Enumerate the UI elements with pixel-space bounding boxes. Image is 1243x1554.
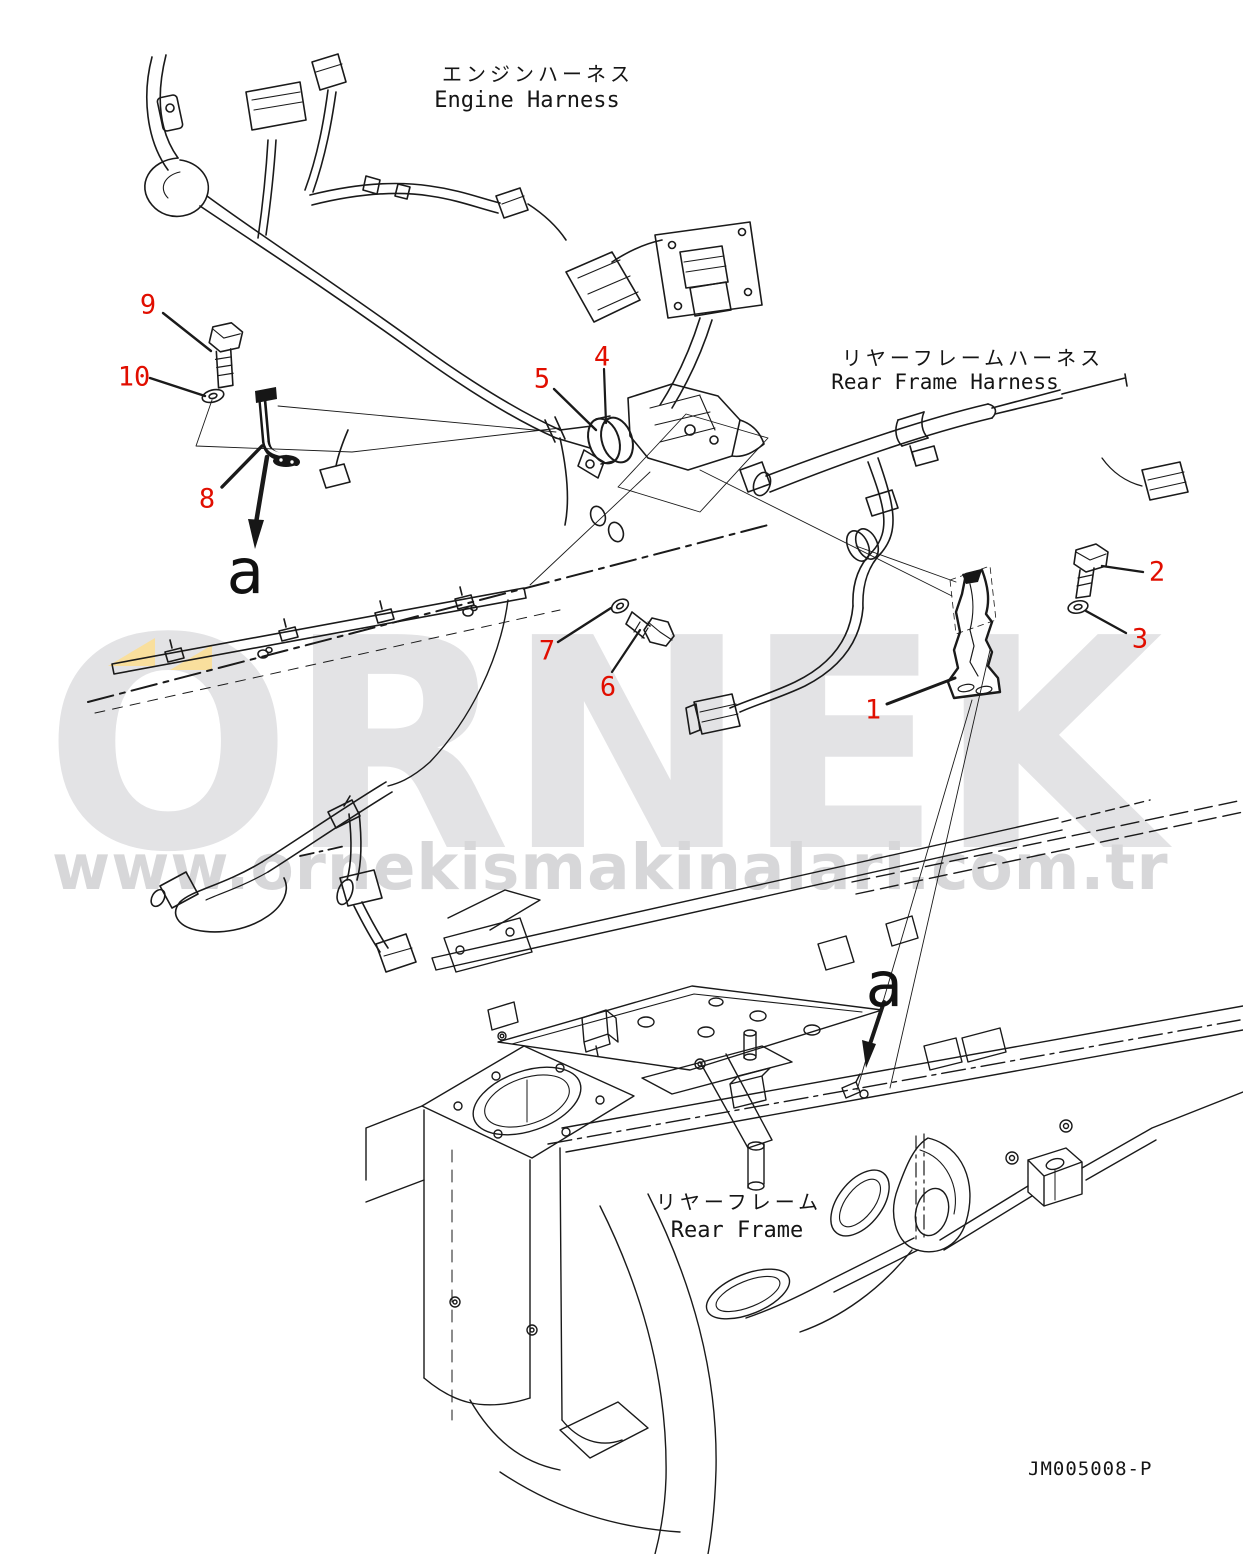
connector-block [689, 281, 732, 317]
callout-4: 4 [593, 341, 611, 373]
callout-5: 5 [533, 363, 551, 395]
rear-frame-harness-drawing [685, 373, 1189, 735]
engine-harness-label-en: Engine Harness [434, 88, 620, 113]
rear-frame-harness-label-jp: リヤーフレームハーネス [841, 346, 1105, 370]
washer-part-7 [610, 598, 630, 614]
bracket-part-8 [255, 387, 300, 467]
connector-block [495, 187, 529, 219]
callout-1: 1 [864, 694, 882, 726]
callout-10: 10 [117, 361, 151, 393]
drawing-code: JM005008-P [1028, 1458, 1153, 1480]
view-letter-a-right: a [865, 948, 903, 1021]
connector-block [1141, 461, 1189, 501]
mounting-rail-drawing [87, 523, 773, 787]
rear-frame-drawing [365, 799, 1243, 1554]
clamp-parts-4-5 [555, 383, 769, 513]
connector-block [245, 81, 307, 131]
bracket-plate [654, 221, 763, 319]
view-arrow-a-right [862, 1000, 886, 1068]
connector-block [159, 871, 199, 909]
lower-harness-drawing [150, 781, 417, 973]
bolt-part-9 [208, 322, 244, 389]
harness-clip [362, 175, 381, 195]
callout-2: 2 [1148, 556, 1166, 588]
callout-9: 9 [139, 289, 157, 321]
rear-frame-harness-label-en: Rear Frame Harness [831, 370, 1059, 394]
bolt-part-6 [625, 611, 675, 647]
callout-8: 8 [198, 483, 216, 515]
rear-frame-label-jp: リヤーフレーム [655, 1190, 823, 1214]
callout-3: 3 [1131, 623, 1149, 655]
washer-part-3 [1067, 599, 1089, 615]
connector-block [319, 463, 351, 489]
bracket-part-1 [946, 568, 1002, 700]
view-letter-a-left: a [226, 535, 264, 608]
harness-clip [394, 183, 411, 200]
bolt-part-2 [1073, 543, 1109, 599]
connector-block [311, 53, 347, 91]
connector-block [679, 245, 729, 289]
callout-7: 7 [538, 635, 556, 667]
engine-harness-label-jp: エンジンハーネス [442, 62, 634, 86]
washer-part-10 [201, 388, 225, 404]
rear-frame-label-en: Rear Frame [670, 1218, 804, 1243]
connector-block [375, 933, 417, 973]
view-arrow-a-left [248, 454, 270, 549]
callout-6: 6 [599, 671, 617, 703]
engine-harness-drawing [144, 53, 763, 543]
connector-block [693, 693, 741, 735]
callout-leader-lines [148, 311, 1145, 1091]
